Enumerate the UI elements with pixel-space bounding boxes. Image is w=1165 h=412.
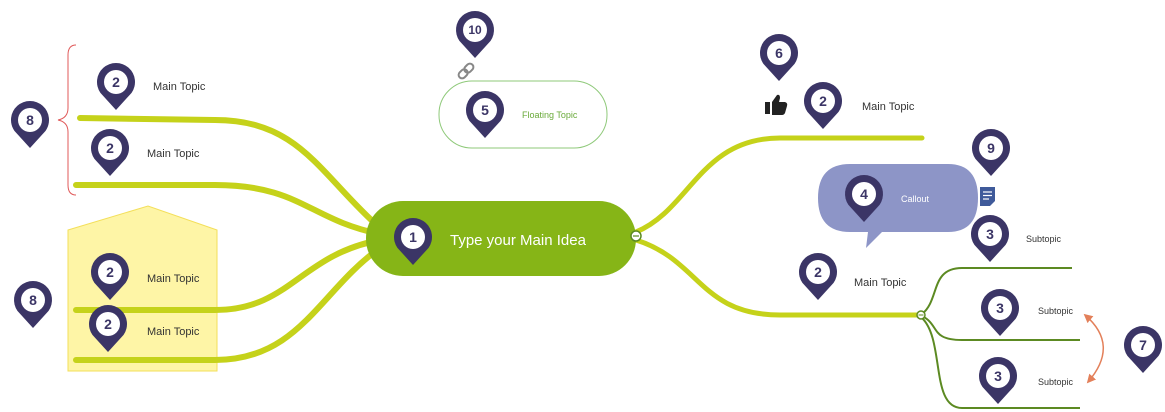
marker-number: 2 [106, 264, 114, 280]
marker-right-1: 2 [803, 81, 842, 129]
central-topic-label: Type your Main Idea [450, 232, 587, 249]
marker-pin-center [21, 288, 45, 312]
marker-pin-center [767, 41, 791, 65]
marker-number: 7 [1139, 337, 1147, 353]
topic-label-left-1: Main Topic [153, 81, 206, 93]
marker-callout: 4 [845, 174, 883, 222]
marker-number: 2 [104, 316, 112, 332]
marker-sub-1: 3 [971, 214, 1009, 262]
left-branches [73, 115, 383, 363]
marker-floating: 5 [466, 90, 504, 138]
marker-number: 3 [986, 226, 994, 242]
marker-number: 5 [481, 102, 489, 118]
marker-pin-center [98, 136, 122, 160]
topic-label-left-4: Main Topic [147, 326, 200, 338]
marker-pin-center [18, 108, 42, 132]
branch-left-3 [73, 237, 383, 313]
marker-number: 2 [112, 74, 120, 90]
marker-relationship: 7 [1124, 325, 1162, 373]
marker-number: 4 [860, 186, 868, 202]
marker-note: 9 [972, 128, 1011, 176]
marker-number: 2 [819, 93, 827, 109]
callout[interactable]: Callout [818, 164, 978, 248]
marker-pin-center [463, 18, 487, 42]
branch-sub-2 [921, 315, 1080, 341]
branch-left-2 [73, 182, 383, 237]
marker-number: 3 [994, 368, 1002, 384]
marker-pin-center [979, 136, 1003, 160]
branch-right-2 [633, 237, 923, 318]
callout-shape[interactable] [818, 164, 978, 248]
marker-pin-center [978, 222, 1002, 246]
note-icon[interactable] [980, 187, 995, 206]
marker-number: 3 [996, 300, 1004, 316]
branch-left-4 [73, 245, 383, 363]
marker-pin-center [852, 182, 876, 206]
marker-pin-center [401, 225, 425, 249]
marker-number: 9 [987, 140, 995, 156]
branch-sub-1 [921, 267, 1072, 315]
marker-number: 6 [775, 45, 783, 61]
marker-sub-2: 3 [980, 288, 1019, 336]
marker-hyperlink: 10 [455, 10, 494, 59]
branch-sub-3 [921, 317, 1080, 409]
subtopic-branches [921, 267, 1080, 409]
central-topic-shape[interactable] [366, 201, 636, 276]
marker-number: 8 [26, 112, 34, 128]
marker-central: 1 [394, 217, 432, 265]
marker-number: 10 [468, 23, 482, 37]
marker-number: 2 [814, 264, 822, 280]
marker-pin-center [806, 260, 830, 284]
floating-topic[interactable]: Floating Topic [438, 80, 608, 149]
marker-right-2: 2 [798, 252, 837, 300]
thumbs-up-icon [765, 94, 788, 115]
relationship-arrow[interactable] [1083, 313, 1104, 384]
marker-pin-center [98, 260, 122, 284]
central-topic[interactable]: Type your Main Idea [366, 201, 636, 276]
floating-topic-label: Floating Topic [522, 110, 578, 120]
summary-brace[interactable] [57, 44, 77, 196]
marker-pin-center [1131, 333, 1155, 357]
marker-pin-center [104, 70, 128, 94]
topic-label-right-1: Main Topic [862, 101, 915, 113]
markers-layer: 1 2 2 2 2 2 2 3 3 3 4 5 6 7 8 8 9 10 [11, 10, 1162, 404]
marker-brace: 8 [11, 100, 50, 148]
marker-number: 2 [106, 140, 114, 156]
subtopic-label-2: Subtopic [1038, 306, 1074, 316]
marker-pin-center [986, 364, 1010, 388]
marker-left-2: 2 [90, 128, 129, 176]
marker-left-4: 2 [89, 304, 127, 352]
marker-number: 8 [29, 292, 37, 308]
boundary-shape[interactable] [67, 205, 218, 372]
topic-label-right-2: Main Topic [854, 277, 907, 289]
marker-sub-3: 3 [979, 356, 1017, 404]
branch-right-1 [633, 135, 925, 235]
subtopic-label-3: Subtopic [1038, 377, 1074, 387]
marker-icon: 6 [759, 33, 799, 81]
marker-boundary: 8 [14, 280, 53, 328]
marker-pin-center [811, 89, 835, 113]
marker-pin-center [473, 98, 497, 122]
callout-label: Callout [901, 194, 930, 204]
branch-left-1 [77, 115, 383, 231]
subtopic-label-1: Subtopic [1026, 234, 1062, 244]
right-branches [633, 135, 925, 318]
marker-left-1: 2 [96, 62, 135, 110]
marker-pin-center [96, 312, 120, 336]
marker-left-3: 2 [90, 252, 129, 300]
hyperlink-icon[interactable] [457, 62, 475, 80]
marker-pin-center [988, 296, 1012, 320]
topic-label-left-2: Main Topic [147, 148, 200, 160]
topic-label-left-3: Main Topic [147, 273, 200, 285]
marker-number: 1 [409, 229, 417, 245]
